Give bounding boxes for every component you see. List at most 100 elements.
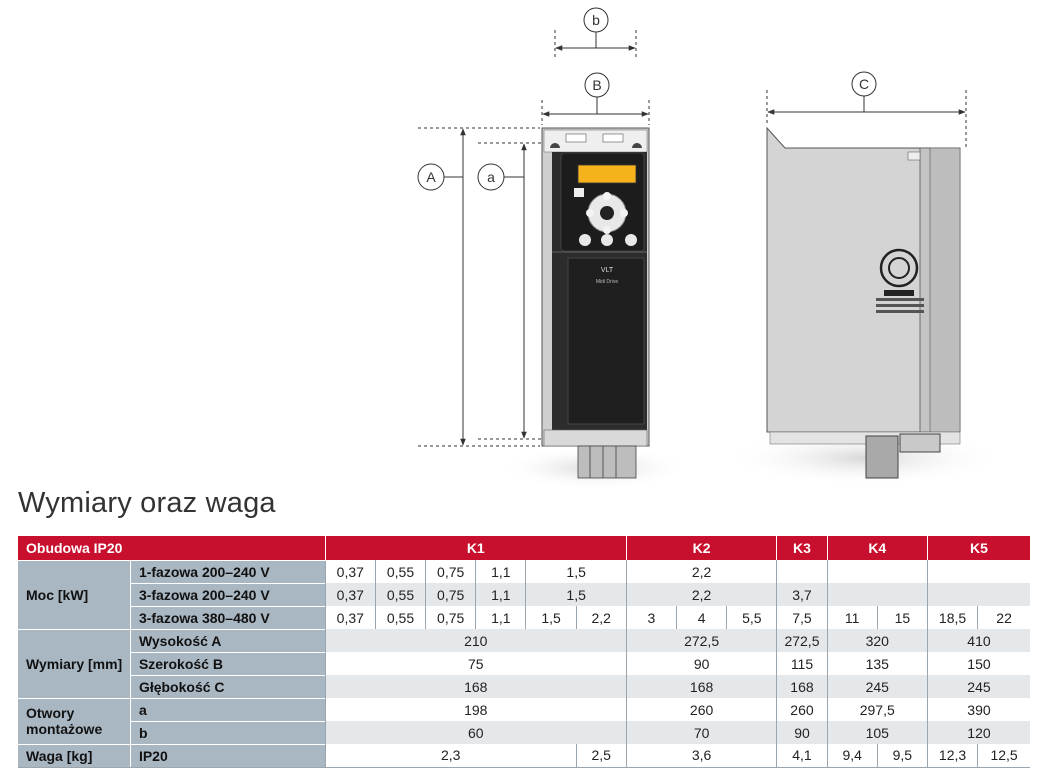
table-cell: 0,55 [374,560,426,583]
row-label: 3-fazowa 200–240 V [129,582,326,606]
table-cell: 150 [926,652,1030,675]
table-cell: 2,2 [575,606,627,629]
table-cell: 0,75 [425,583,476,606]
table-cell: 5,5 [726,606,777,629]
table-cell: 75 [324,652,627,675]
table-row: Wymiary [mm] Wysokość A 210 272,5 272,5 … [18,628,1030,698]
table-cell: 4,1 [776,744,828,768]
table-cell: 3,6 [625,744,777,768]
table-cell: 90 [625,652,777,675]
dimension-A [417,127,540,447]
panel-model-text: Midi Drive [596,279,618,285]
dimension-a [477,142,560,440]
table-cell: 2,5 [575,744,627,768]
table-row: b 60 70 90 105 120 [18,720,1030,744]
table-cell: 0,37 [324,583,376,606]
table-cell [826,583,928,606]
table-cell: 168 [324,675,627,698]
table-cell: 297,5 [826,698,928,721]
table-cell: 2,3 [324,744,577,768]
table-cell: 272,5 [625,629,777,652]
table-cell: 2,2 [625,583,777,606]
dim-label-a: a [487,169,495,185]
table-cell: 410 [926,629,1030,652]
category-power: Moc [kW] [18,559,131,629]
table-cell [926,560,1030,583]
table-cell: 245 [926,675,1030,698]
row-label: Szerokość B [129,651,326,675]
table-cell: 198 [324,698,627,721]
table-row: Głębokość C 168 168 168 245 245 [18,674,1030,698]
table-cell: 260 [625,698,777,721]
table-cell: 60 [324,721,627,744]
table-row: 3-fazowa 380–480 V 0,37 0,55 0,75 1,1 1,… [18,605,1030,629]
header-k4: K4 [826,536,928,560]
table-cell: 1,1 [475,606,526,629]
category-weight: Waga [kg] [18,743,131,768]
technical-drawing: b B C A a [417,7,1005,490]
table-cell: 0,37 [324,606,376,629]
table-cell: 105 [826,721,928,744]
table-cell: 12,5 [977,744,1030,768]
table-cell: 18,5 [926,606,978,629]
table-cell: 9,5 [876,744,928,768]
table-row: Waga [kg] IP20 2,3 2,5 3,6 4,1 9,4 9,5 1… [18,743,1030,768]
table-cell: 1,5 [525,560,627,583]
table-cell: 15 [876,606,928,629]
category-mounting: Otwory montażowe [18,697,131,744]
table-row: Otwory montażowe a 198 260 260 297,5 390 [18,697,1030,744]
table-cell: 90 [776,721,828,744]
dimensions-weight-table: Obudowa IP20 K1 K2 K3 K4 K5 Moc [kW] 1-f… [18,536,1030,768]
table-cell: 22 [977,606,1030,629]
row-label: a [129,697,326,721]
table-cell: 2,2 [625,560,777,583]
row-label: Wysokość A [129,628,326,652]
table-cell: 320 [826,629,928,652]
header-enclosure: Obudowa IP20 [18,536,326,560]
header-k2: K2 [625,536,777,560]
table-cell: 9,4 [826,744,878,768]
table-cell: 0,55 [374,583,426,606]
row-label: Głębokość C [129,674,326,698]
table-cell: 1,1 [475,560,526,583]
table-cell: 0,37 [324,560,376,583]
page-title: Wymiary oraz waga [18,487,276,519]
table-row: 3-fazowa 200–240 V 0,37 0,55 0,75 1,1 1,… [18,582,1030,606]
table-cell: 272,5 [776,629,828,652]
drive-front-view [541,127,650,479]
table-cell: 7,5 [776,606,828,629]
row-label: 3-fazowa 380–480 V [129,605,326,629]
table-cell: 3 [625,606,677,629]
dimension-B [541,72,650,125]
table-cell: 3,7 [776,583,828,606]
dim-label-B: B [592,77,601,93]
table-cell [776,560,828,583]
row-label: 1-fazowa 200–240 V [129,559,326,583]
header-k5: K5 [926,536,1030,560]
dim-label-A: A [426,169,436,185]
table-cell: 210 [324,629,627,652]
table-cell: 11 [826,606,878,629]
table-cell: 120 [926,721,1030,744]
table-cell: 1,5 [525,583,627,606]
table-cell: 1,5 [525,606,577,629]
table-cell: 390 [926,698,1030,721]
dimension-b [554,7,637,58]
table-cell: 0,55 [374,606,426,629]
table-cell: 168 [776,675,828,698]
table-cell: 260 [776,698,828,721]
table-cell: 135 [826,652,928,675]
header-k3: K3 [776,536,828,560]
table-cell: 245 [826,675,928,698]
table-cell: 1,1 [475,583,526,606]
header-k1: K1 [324,536,627,560]
row-label: IP20 [129,743,326,768]
table-cell: 115 [776,652,828,675]
row-label: b [129,720,326,744]
panel-logo-text: VLT [601,267,614,274]
table-cell: 168 [625,675,777,698]
table-cell: 70 [625,721,777,744]
table-cell: 0,75 [425,606,476,629]
table-row: Moc [kW] 1-fazowa 200–240 V 0,37 0,55 0,… [18,559,1030,629]
table-header-row: Obudowa IP20 K1 K2 K3 K4 K5 [18,536,1030,560]
